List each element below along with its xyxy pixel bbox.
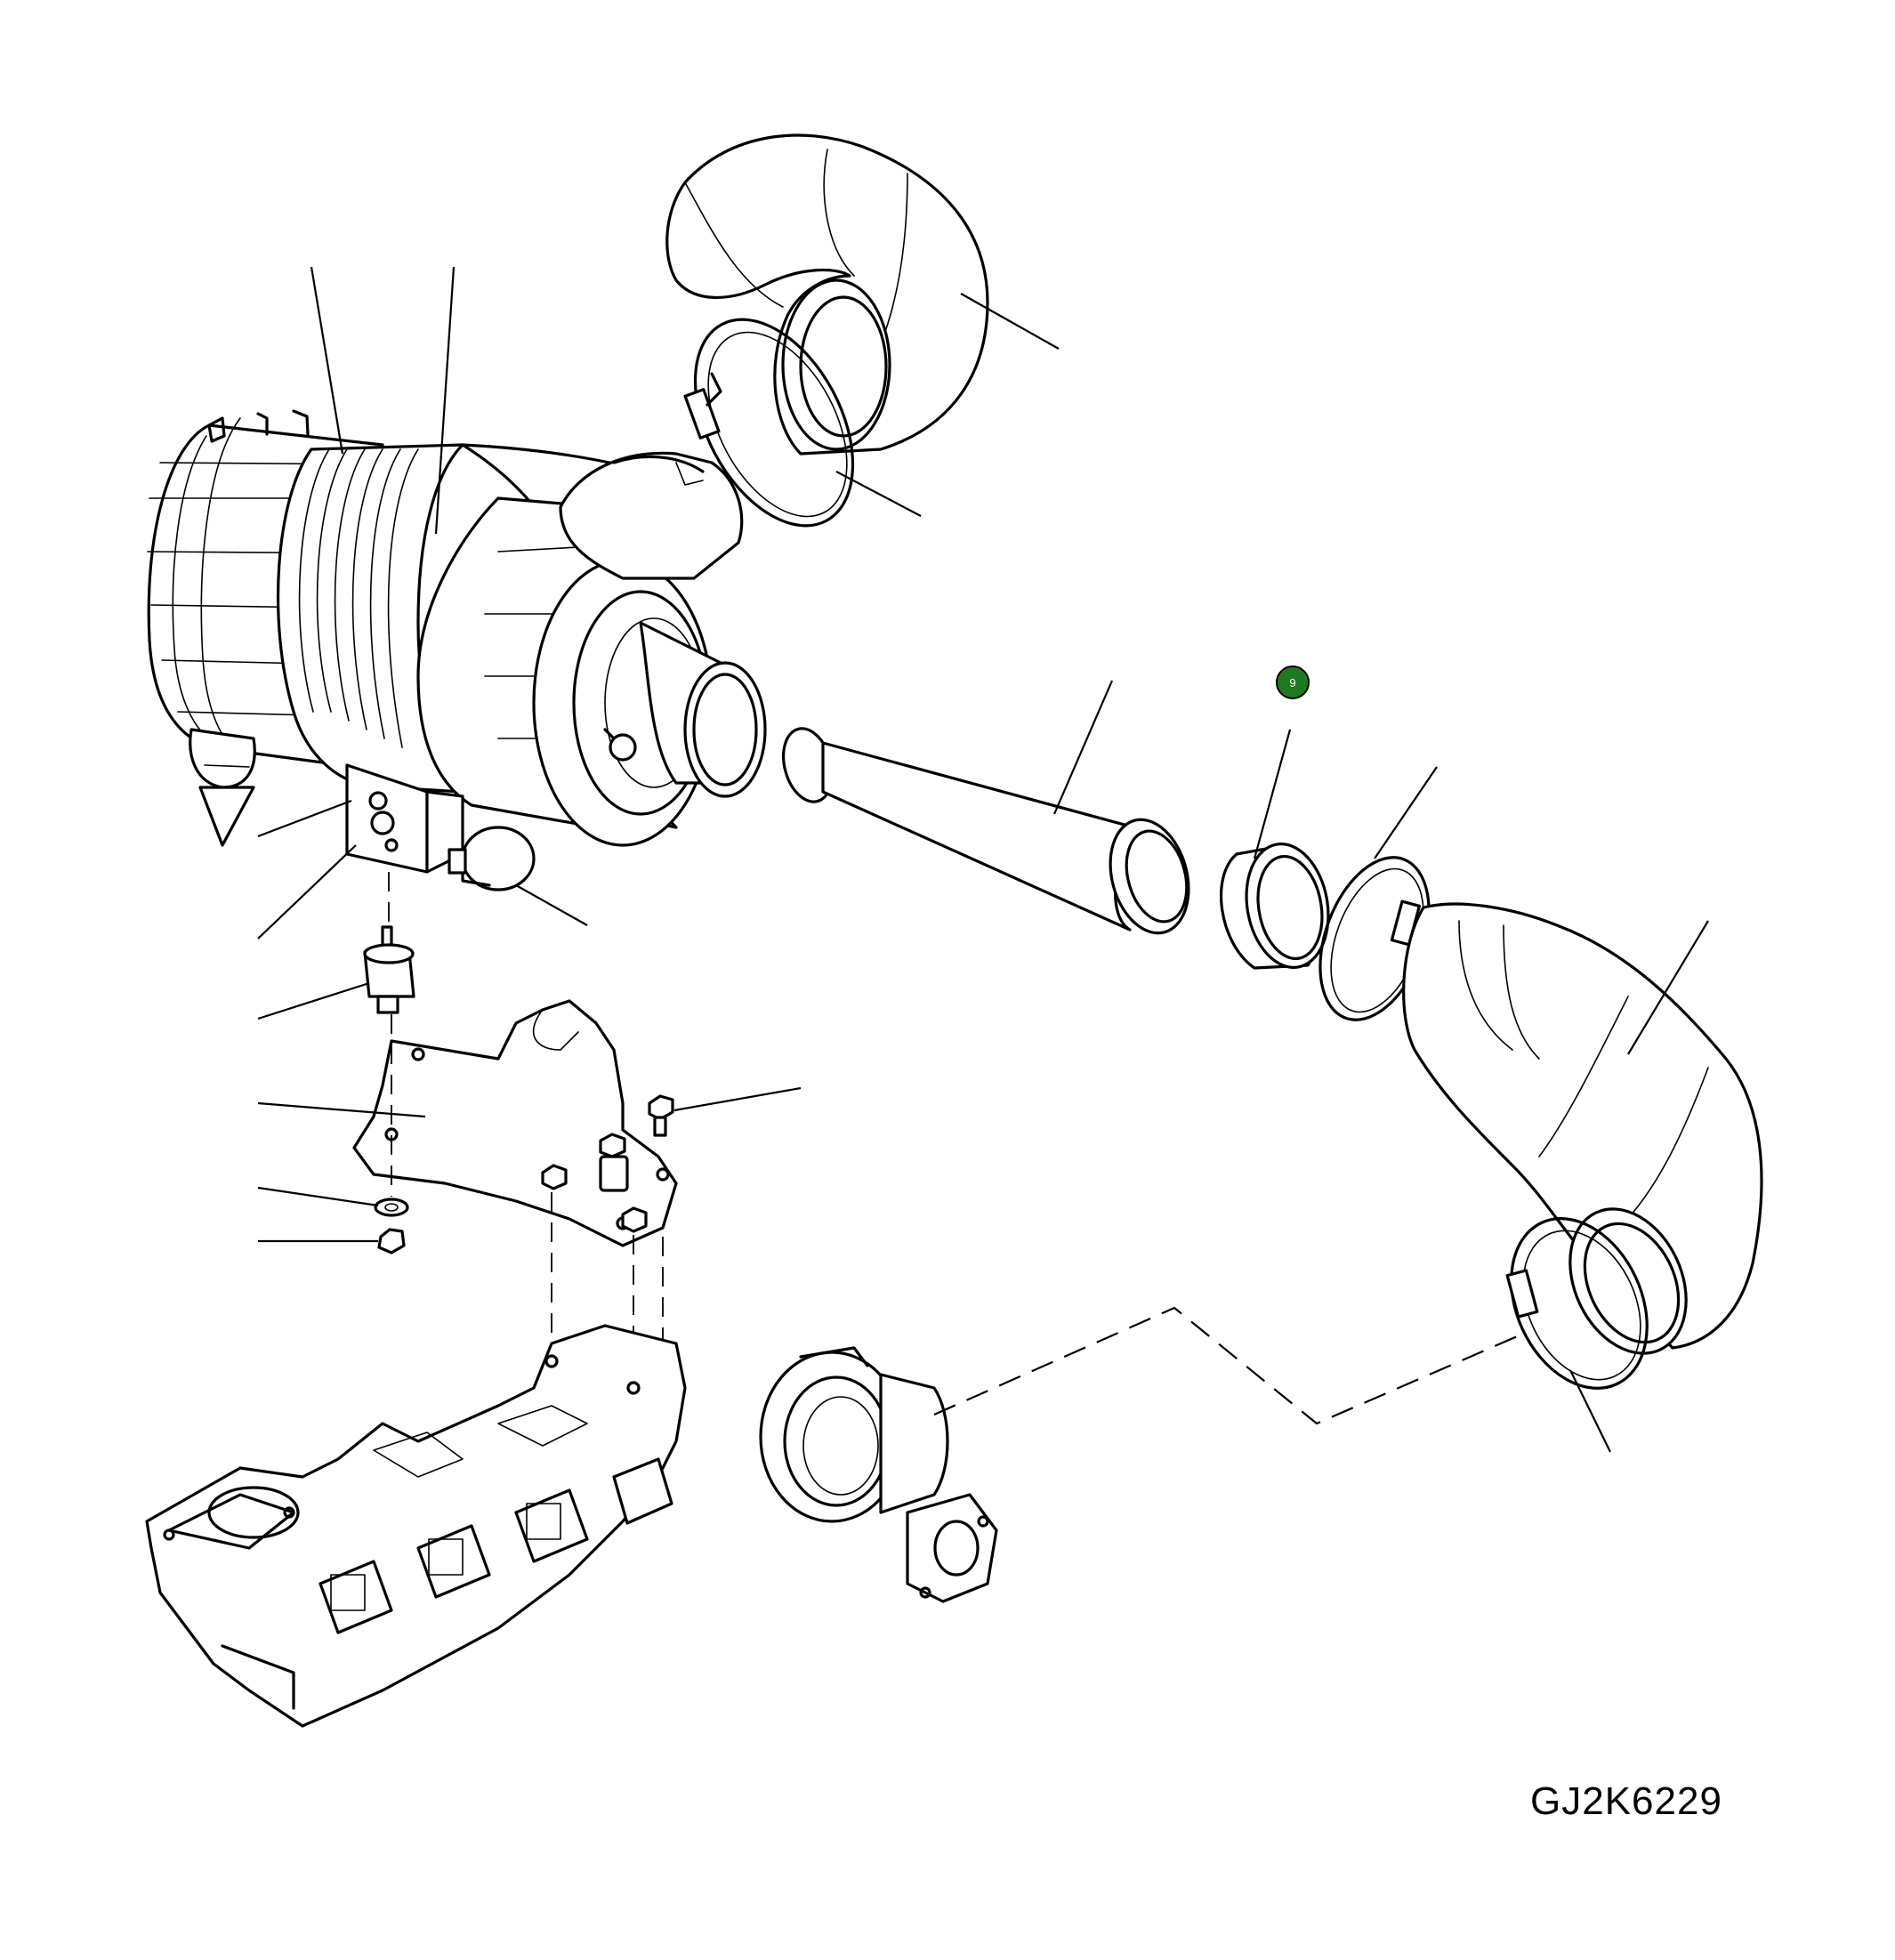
routing-line xyxy=(933,1306,1522,1425)
alignment-lines xyxy=(388,872,664,1370)
washer xyxy=(374,1198,409,1217)
upper-hose-clamp xyxy=(683,318,855,528)
air-cleaner xyxy=(147,409,767,891)
upper-elbow-hose xyxy=(665,133,989,456)
venturi-tube xyxy=(782,727,1190,935)
callout-badge[interactable]: 9 xyxy=(1276,665,1310,699)
callout-badge-label: 9 xyxy=(1289,676,1295,690)
drawing-code: GJ2K6229 xyxy=(1530,1779,1722,1823)
flange-bolts xyxy=(541,1094,674,1233)
leader-lines xyxy=(257,266,1709,1453)
coupler-sleeve xyxy=(1219,843,1330,970)
hex-nut xyxy=(377,1228,406,1254)
lower-intake-hose xyxy=(1402,902,1763,1355)
turbo-inlet-housing xyxy=(759,1346,998,1603)
lower-hose-clamp xyxy=(1505,1217,1649,1390)
intake-manifold xyxy=(145,1324,687,1728)
mounting-bracket xyxy=(352,999,678,1247)
rubber-isolator-mount xyxy=(363,925,415,1014)
